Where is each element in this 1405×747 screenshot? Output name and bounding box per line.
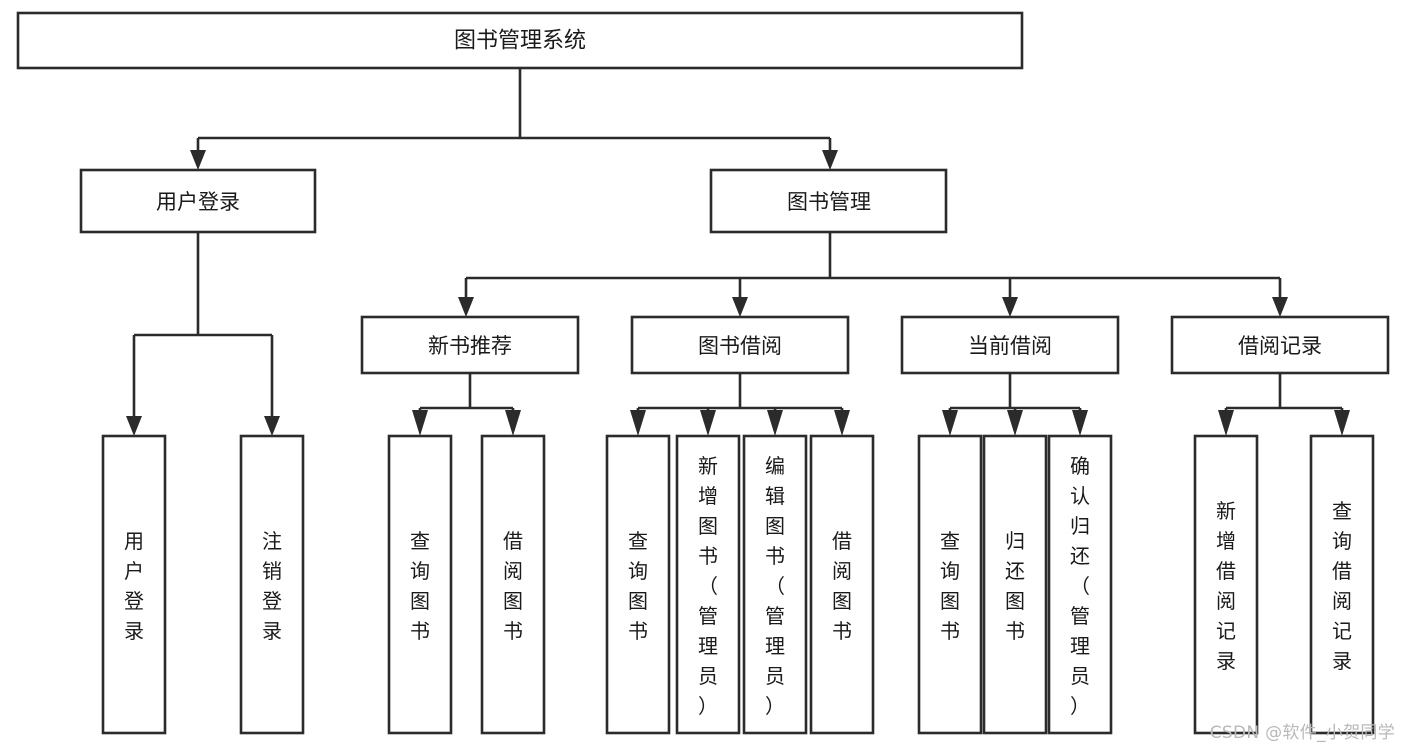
leaf-label: 借阅图书 — [503, 529, 523, 643]
leaf-group-new-book-recommend: 查询图书 借阅图书 — [387, 434, 546, 735]
connector-group-book-borrow-children — [630, 373, 850, 436]
leaf-box[interactable] — [675, 434, 741, 735]
leaf-label: 用户登录 — [124, 529, 144, 643]
leaf-book-borrow-1[interactable]: 新增图书（管理员） — [675, 434, 741, 735]
leaf-label: 借阅图书 — [832, 529, 852, 643]
node-borrow-record-label: 借阅记录 — [1238, 334, 1322, 358]
connector-group-current-borrow-children — [942, 373, 1088, 436]
node-current-borrow-label: 当前借阅 — [968, 334, 1052, 358]
leaf-group-user-login: 用户登录 注销登录 — [101, 434, 305, 735]
connector-group-book-manage-children — [458, 232, 1288, 317]
arrow-new-book-leaf1 — [412, 410, 428, 436]
leaf-box[interactable] — [742, 434, 808, 735]
arrow-current-borrow-leaf2 — [1007, 410, 1023, 436]
leaf-box[interactable] — [101, 434, 167, 735]
node-borrow-record-box[interactable] — [1170, 315, 1390, 375]
leaf-group-borrow-record: 新增借阅记录 查询借阅记录 — [1193, 434, 1375, 735]
connector-group-root-to-level2 — [190, 68, 838, 170]
leaf-box[interactable] — [809, 434, 875, 735]
leaf-label: 查询图书 — [410, 529, 430, 643]
leaf-user-login-1[interactable]: 注销登录 — [239, 434, 305, 735]
node-current-borrow[interactable]: 当前借阅 — [900, 315, 1120, 375]
leaf-label: 查询图书 — [628, 529, 648, 643]
leaf-box[interactable] — [982, 434, 1048, 735]
node-book-manage[interactable]: 图书管理 — [709, 168, 948, 234]
arrow-borrow-record-leaf1 — [1218, 410, 1234, 436]
leaf-book-borrow-0[interactable]: 查询图书 — [605, 434, 671, 735]
leaf-box[interactable] — [387, 434, 453, 735]
leaf-box[interactable] — [605, 434, 671, 735]
leaf-borrow-record-1[interactable]: 查询借阅记录 — [1309, 434, 1375, 735]
leaf-current-borrow-2[interactable]: 确认归还（管理员） — [1047, 434, 1113, 735]
arrow-book-borrow-leaf4 — [834, 410, 850, 436]
arrow-to-borrow-record — [1272, 297, 1288, 317]
node-new-book-recommend-label: 新书推荐 — [428, 334, 512, 358]
node-book-borrow[interactable]: 图书借阅 — [630, 315, 850, 375]
leaf-box[interactable] — [239, 434, 305, 735]
node-book-borrow-label: 图书借阅 — [698, 334, 782, 358]
connector-group-new-book-children — [412, 373, 521, 436]
leaf-new-book-1[interactable]: 借阅图书 — [480, 434, 546, 735]
leaf-label: 查询借阅记录 — [1332, 499, 1352, 673]
arrow-borrow-record-leaf2 — [1334, 410, 1350, 436]
leaf-group-book-borrow: 查询图书 新增图书（管理员） 编辑图书（管理员） 借阅图书 — [605, 434, 875, 735]
node-root-box[interactable] — [16, 11, 1024, 70]
leaf-label: 注销登录 — [262, 529, 282, 643]
arrow-current-borrow-leaf3 — [1072, 410, 1088, 436]
node-root[interactable]: 图书管理系统 — [16, 11, 1024, 70]
arrow-to-book-borrow — [732, 297, 748, 317]
node-book-manage-label: 图书管理 — [787, 190, 871, 214]
leaf-label: 新增借阅记录 — [1216, 499, 1236, 673]
node-current-borrow-box[interactable] — [900, 315, 1120, 375]
node-user-login-label: 用户登录 — [156, 190, 240, 214]
arrow-user-login-leaf2 — [264, 416, 280, 436]
leaf-group-current-borrow: 查询图书 归还图书 确认归还（管理员） — [917, 434, 1113, 735]
leaf-label: 归还图书 — [1005, 529, 1025, 643]
leaf-new-book-0[interactable]: 查询图书 — [387, 434, 453, 735]
csdn-watermark: CSDN @软件_小贺同学 — [1209, 723, 1395, 743]
leaf-user-login-0[interactable]: 用户登录 — [101, 434, 167, 735]
leaf-book-borrow-3[interactable]: 借阅图书 — [809, 434, 875, 735]
leaf-label: 编辑图书（管理员） — [765, 454, 785, 718]
leaf-box[interactable] — [480, 434, 546, 735]
leaf-box[interactable] — [1193, 434, 1259, 735]
node-book-manage-box[interactable] — [709, 168, 948, 234]
leaf-box[interactable] — [1309, 434, 1375, 735]
arrow-new-book-leaf2 — [505, 410, 521, 436]
arrow-to-current-borrow — [1002, 297, 1018, 317]
arrow-book-borrow-leaf2 — [700, 410, 716, 436]
leaf-box[interactable] — [1047, 434, 1113, 735]
leaf-current-borrow-1[interactable]: 归还图书 — [982, 434, 1048, 735]
leaf-book-borrow-2[interactable]: 编辑图书（管理员） — [742, 434, 808, 735]
arrow-to-book-manage — [822, 150, 838, 170]
node-new-book-recommend[interactable]: 新书推荐 — [360, 315, 580, 375]
connector-group-borrow-record-children — [1218, 373, 1350, 436]
node-root-label: 图书管理系统 — [454, 29, 586, 54]
node-borrow-record[interactable]: 借阅记录 — [1170, 315, 1390, 375]
arrow-book-borrow-leaf1 — [630, 410, 646, 436]
leaf-box[interactable] — [917, 434, 983, 735]
connector-group-user-login-children — [126, 232, 280, 436]
leaf-label: 新增图书（管理员） — [698, 454, 718, 718]
arrow-book-borrow-leaf3 — [767, 410, 783, 436]
arrow-to-new-book — [458, 297, 474, 317]
leaf-borrow-record-0[interactable]: 新增借阅记录 — [1193, 434, 1259, 735]
arrow-user-login-leaf1 — [126, 416, 142, 436]
leaf-current-borrow-0[interactable]: 查询图书 — [917, 434, 983, 735]
node-new-book-recommend-box[interactable] — [360, 315, 580, 375]
node-user-login[interactable]: 用户登录 — [79, 168, 317, 234]
leaf-label: 查询图书 — [940, 529, 960, 643]
arrow-to-user-login — [190, 150, 206, 170]
node-user-login-box[interactable] — [79, 168, 317, 234]
arrow-current-borrow-leaf1 — [942, 410, 958, 436]
node-book-borrow-box[interactable] — [630, 315, 850, 375]
leaf-label: 确认归还（管理员） — [1070, 454, 1090, 718]
